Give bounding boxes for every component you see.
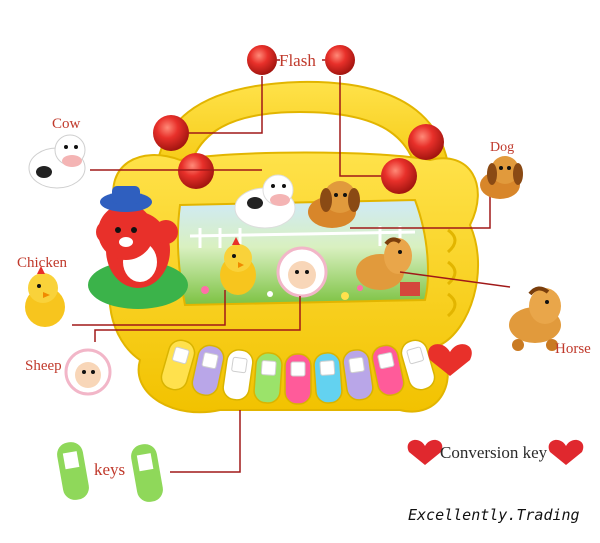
flash-line-left [189, 76, 263, 134]
flash-line-right [339, 76, 381, 177]
sheep-label: Sheep [25, 358, 62, 374]
chicken-line [72, 290, 226, 326]
horse-line [399, 271, 511, 288]
piano-key-picture [231, 356, 248, 374]
heart-icon [407, 439, 443, 465]
dog-figure[interactable] [308, 181, 360, 228]
horse-label: Horse [555, 341, 591, 357]
horse-callout-figure [509, 286, 561, 351]
flash-callout-light-left [247, 45, 277, 75]
watermark-text: Excellently.Trading [408, 506, 580, 524]
sheep-callout-figure [64, 348, 112, 396]
chicken-figure[interactable] [220, 237, 256, 295]
piano-key-picture [348, 356, 365, 374]
cow-label: Cow [52, 116, 81, 132]
dog-label: Dog [490, 140, 515, 155]
dog-line [350, 195, 491, 229]
piano-key-picture [201, 352, 219, 370]
flash-light-right-bottom [381, 158, 417, 194]
cow-figure[interactable] [234, 174, 296, 229]
sheep-figure[interactable] [276, 246, 328, 298]
chicken-callout-figure [25, 266, 65, 327]
flash-callout-light-right [325, 45, 355, 75]
chicken-label: Chicken [17, 255, 67, 271]
keys-line [170, 410, 241, 473]
piano-key-picture [319, 360, 336, 376]
sheep-line [94, 296, 301, 342]
horse-figure[interactable] [356, 237, 412, 290]
piano-key-picture [377, 352, 395, 370]
heart-icon [548, 439, 584, 465]
piano-key-picture [290, 361, 306, 377]
flash-lights [153, 115, 444, 194]
dog-callout-figure [480, 156, 523, 199]
cow-callout-figure [28, 134, 86, 189]
conversion-key-label: Conversion key [440, 443, 548, 462]
piano-key[interactable] [313, 352, 343, 404]
piano-key-picture [260, 360, 277, 376]
flash-light-left-bottom [178, 153, 214, 189]
flash-light-right-top [408, 124, 444, 160]
flash-light-left-top [153, 115, 189, 151]
piano-keyboard [160, 339, 436, 405]
piano-key-picture [406, 346, 424, 365]
bear-figure [88, 186, 188, 309]
piano-key-picture [172, 346, 190, 365]
piano-key[interactable] [253, 352, 283, 404]
callout-lines [72, 59, 511, 473]
spare-keys-figure [57, 442, 163, 502]
flash-label: Flash [279, 51, 316, 70]
heart-conversion-key-on-toy[interactable] [428, 344, 472, 376]
keys-label: keys [94, 460, 126, 479]
